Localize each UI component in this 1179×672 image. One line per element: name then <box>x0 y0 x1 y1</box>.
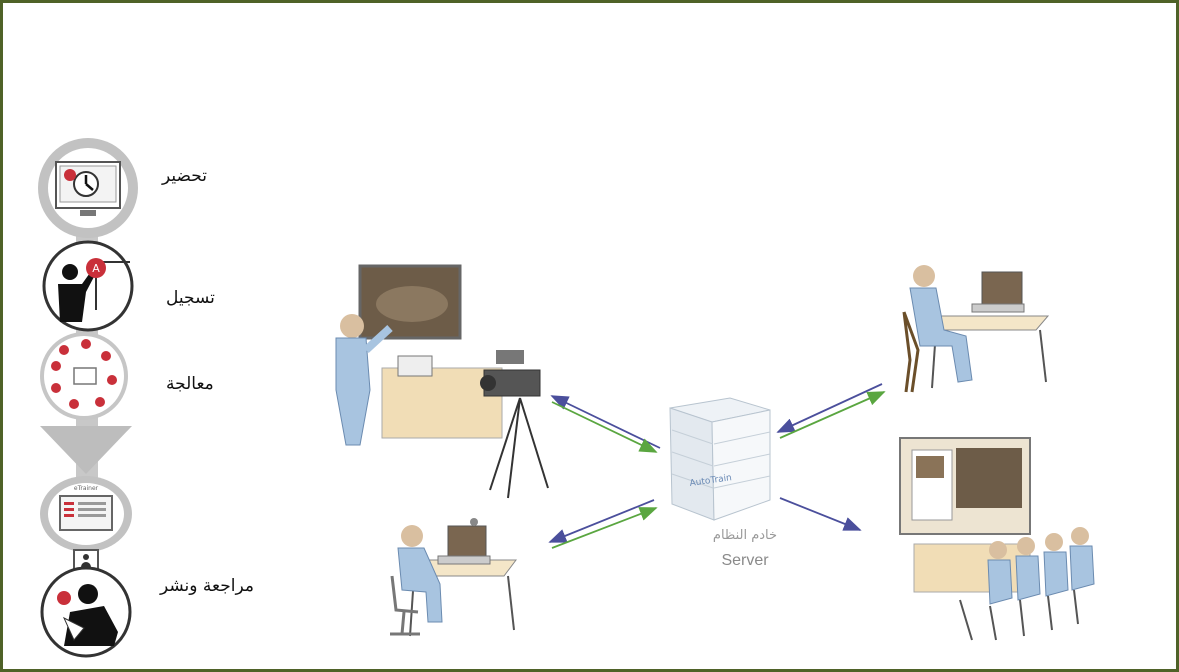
clock-icon <box>38 138 138 238</box>
arrow-down-icon <box>40 426 132 474</box>
screen-header-text: eTrainer <box>74 485 99 492</box>
svg-text:A: A <box>92 262 100 275</box>
server-icon: AutoTrain <box>670 398 770 520</box>
server-label-arabic: خادم النظام <box>690 528 800 543</box>
server-label-english: Server <box>690 552 800 570</box>
editor-workstation-illustration <box>390 518 516 636</box>
presenter-icon: A <box>44 242 132 330</box>
classroom-illustration <box>900 438 1094 640</box>
step-label-process: معالجة <box>166 374 214 394</box>
step-label-record: تسجيل <box>166 288 215 308</box>
reviewer-icon <box>42 568 130 656</box>
recording-studio-illustration <box>336 266 548 498</box>
step-label-prepare: تحضير <box>162 166 207 186</box>
remote-learner-illustration <box>904 265 1048 392</box>
step-label-review-publish: مراجعة ونشر <box>160 576 254 596</box>
screen-icon: eTrainer <box>40 476 132 552</box>
process-icon <box>40 332 128 420</box>
